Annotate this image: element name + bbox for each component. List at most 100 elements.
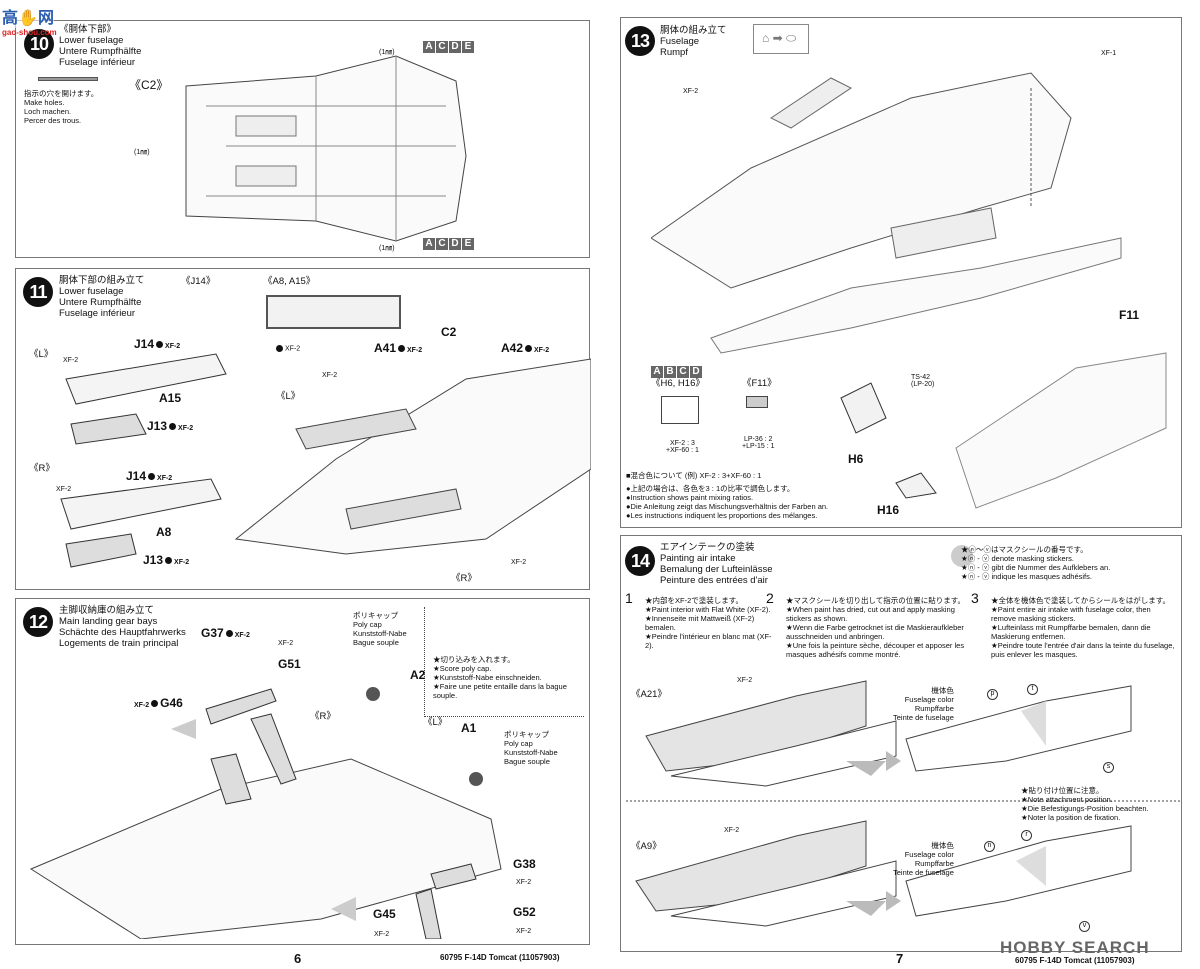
paint-xf2: XF-2 (374, 931, 390, 938)
part-h6: H6 (848, 452, 864, 466)
mask-note: ★ⓝ～ⓥはマスクシールの番号です。★ⓝ - ⓥ denote masking s… (961, 545, 1111, 581)
note-ja: 指示の穴を開けます。 (24, 89, 99, 98)
cut-detail-box: ⌂ ➡ ⬭ (753, 24, 809, 54)
footer-code-left: 60795 F-14D Tomcat (11057903) (440, 953, 560, 962)
drill-icon (38, 77, 98, 81)
title-en: Lower fuselage (59, 286, 124, 297)
part-a15: A15 (159, 391, 182, 405)
paint-ts42: TS-42(LP-20) (911, 374, 935, 388)
label-left: 《L》 (29, 349, 54, 360)
sticker-p: p (987, 689, 998, 700)
step-number: 14 (625, 546, 655, 576)
f11-detail-drawing (746, 396, 768, 408)
part-g45: G45 (373, 907, 396, 921)
page-number-left: 6 (294, 951, 302, 966)
step-title: 胴体の組み立て Fuselage Rumpf (660, 25, 727, 58)
score-poly-cap-note: ★切り込みを入れます。★Score poly cap.★Kunststoff-N… (424, 607, 584, 717)
sticker-t: t (1027, 684, 1038, 695)
detail-label-a8-a15: 《A8, A15》 (263, 276, 316, 287)
title-en: Lower fuselage (59, 35, 124, 46)
title-en: Main landing gear bays (59, 616, 158, 627)
mask-badge (951, 545, 973, 567)
paint-xf2: XF-2 (322, 372, 338, 379)
part-h16: H16 (877, 503, 900, 517)
title-fr: Fuselage inférieur (59, 308, 136, 319)
step-number: 10 (24, 29, 54, 59)
part-f11: F11 (1119, 308, 1140, 322)
part-a8: A8 (156, 525, 172, 539)
attachment-note: ★貼り付け位置に注意。★Note attachment position.★Di… (1021, 786, 1149, 822)
mix-h6: XF-2 : 3+XF-60 : 1 (666, 440, 699, 454)
part-a2: A2 (410, 668, 426, 682)
paint-xf2: XF-2 (274, 345, 300, 352)
title-ja: 胴体の組み立て (660, 25, 727, 36)
step-number: 13 (625, 26, 655, 56)
mixing-notes: ■混合色について (例) XF-2 : 3+XF-60 : 1 ●上記の場合は、… (626, 471, 829, 520)
paint-xf1: XF-1 (1101, 50, 1117, 57)
paint-xf2: XF-2 (516, 928, 532, 935)
paint-xf2: XF-2 (56, 486, 72, 493)
sticker-s: s (1103, 762, 1114, 773)
intake-drawings (626, 680, 1181, 927)
drill-note: 指示の穴を開けます。 Make holes. Loch machen. Perc… (24, 89, 98, 125)
sticker-v: v (1079, 921, 1090, 932)
part-g52: G52 (513, 905, 536, 919)
title-de: Untere Rumpfhälfte (59, 297, 142, 308)
step-title: 《胴体下部》 Lower fuselage Untere Rumpfhälfte… (59, 24, 141, 68)
fuselage-drawing (651, 72, 1122, 354)
part-g38: G38 (513, 857, 536, 871)
paint-xf2: XF-2 (278, 640, 294, 647)
paint-xf2: XF-2 (724, 827, 740, 834)
title-de: Rumpf (660, 47, 688, 58)
title-en: Fuselage (660, 36, 700, 47)
step-title: 主脚収納庫の組み立て Main landing gear bays Schäch… (59, 605, 186, 649)
footer-code-right: 60795 F-14D Tomcat (11057903) (1015, 956, 1135, 965)
hole-size: (1㎜) (134, 149, 150, 156)
sticker-n: n (984, 841, 995, 852)
label-a21: 《A21》 (631, 689, 667, 700)
paint-xf2: XF-2 (683, 88, 699, 95)
watermark-hobby-search: HOBBY SEARCH (1000, 938, 1150, 957)
bay-drawings (60, 353, 591, 568)
note-en: Make holes. (24, 98, 65, 107)
title-ja: 主脚収納庫の組み立て (59, 605, 155, 616)
label-right: 《R》 (29, 463, 55, 474)
hole-size: (1㎜) (379, 49, 395, 56)
label-a9: 《A9》 (631, 841, 662, 852)
title-de: Schächte des Hauptfahrwerks (59, 627, 186, 638)
substep-1: 1 ★内部をXF-2で塗装します。★Paint interior with Fl… (625, 590, 772, 650)
hole-size: (1㎜) (379, 245, 395, 252)
part-a1: A1 (461, 721, 477, 735)
step-title: 胴体下部の組み立て Lower fuselage Untere Rumpfhäl… (59, 275, 145, 319)
watermark-url: gao-shou.com (2, 28, 57, 37)
intake-drawing (840, 352, 1167, 509)
sticker-r: r (1021, 830, 1032, 841)
gear-bay-drawing (29, 687, 502, 939)
detail-label-h6-h16: 《H6, H16》 (651, 378, 705, 389)
part-g51: G51 (278, 657, 301, 671)
detail-label-j14: 《J14》 (181, 276, 216, 287)
paint-xf2: XF-2 (516, 879, 532, 886)
label-left: 《L》 (276, 391, 301, 402)
label-right: 《R》 (310, 711, 336, 722)
part-label-c2: 《C2》 (129, 78, 169, 92)
step-10-panel: 10 《胴体下部》 Lower fuselage Untere Rumpfhäl… (15, 20, 590, 258)
paint-xf2: XF-2 (63, 357, 79, 364)
step-11-panel: 11 胴体下部の組み立て Lower fuselage Untere Rumpf… (15, 268, 591, 590)
